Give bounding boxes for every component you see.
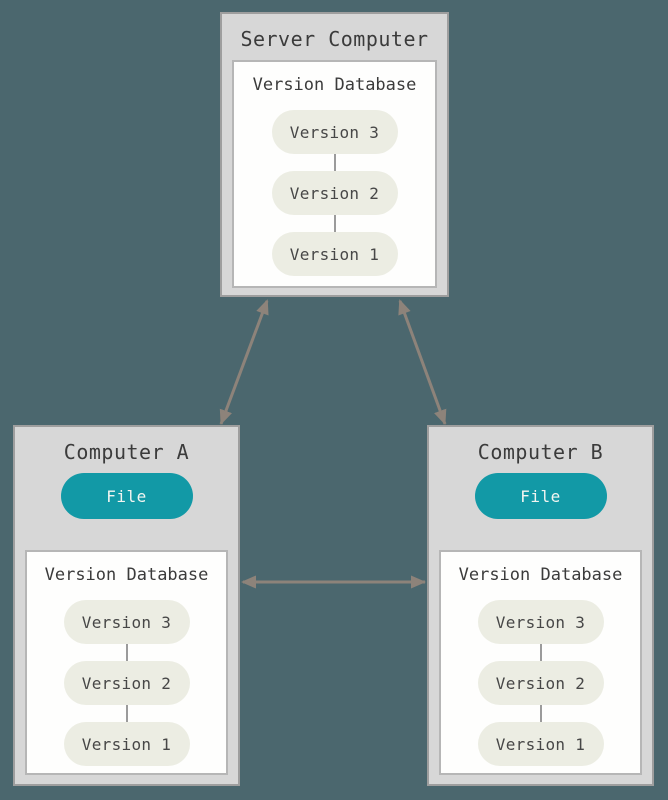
computer-b-title: Computer B bbox=[477, 440, 604, 464]
computer-b-box: Computer B File Version Database Version… bbox=[427, 425, 654, 786]
computer-a-version-database-panel: Version Database Version 3 Version 2 Ver… bbox=[25, 550, 228, 775]
server-version-database-panel: Version Database Version 3 Version 2 Ver… bbox=[232, 60, 437, 288]
file-pill-a: File bbox=[60, 473, 193, 519]
version-pill-1: Version 1 bbox=[271, 232, 398, 276]
version-link-line bbox=[125, 705, 128, 722]
arrow-server-to-computer-b bbox=[398, 299, 447, 425]
server-computer-title: Server Computer bbox=[240, 27, 429, 51]
version-database-title: Version Database bbox=[252, 75, 417, 95]
version-database-title: Version Database bbox=[458, 565, 623, 585]
arrow-server-to-computer-a bbox=[219, 299, 269, 425]
version-database-title: Version Database bbox=[44, 565, 209, 585]
version-pill-2: Version 2 bbox=[477, 661, 604, 705]
version-link-line bbox=[333, 154, 336, 171]
version-pill-2: Version 2 bbox=[271, 171, 398, 215]
computer-a-title: Computer A bbox=[63, 440, 190, 464]
server-computer-box: Server Computer Version Database Version… bbox=[220, 12, 449, 297]
version-pill-3: Version 3 bbox=[477, 600, 604, 644]
version-pill-2: Version 2 bbox=[63, 661, 190, 705]
version-pill-1: Version 1 bbox=[63, 722, 190, 766]
version-pill-3: Version 3 bbox=[271, 110, 398, 154]
version-link-line bbox=[333, 215, 336, 232]
version-pill-1: Version 1 bbox=[477, 722, 604, 766]
computer-b-version-database-panel: Version Database Version 3 Version 2 Ver… bbox=[439, 550, 642, 775]
version-link-line bbox=[125, 644, 128, 661]
version-pill-3: Version 3 bbox=[63, 600, 190, 644]
version-link-line bbox=[539, 644, 542, 661]
version-link-line bbox=[539, 705, 542, 722]
computer-a-box: Computer A File Version Database Version… bbox=[13, 425, 240, 786]
file-pill-b: File bbox=[474, 473, 607, 519]
